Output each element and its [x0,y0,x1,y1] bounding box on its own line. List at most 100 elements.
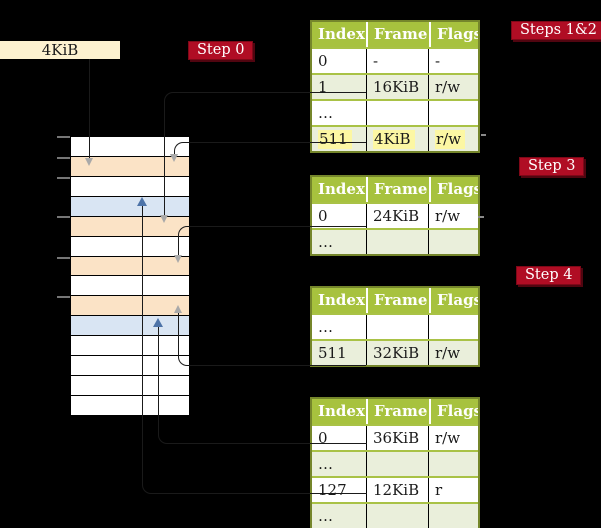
column-header: Frame [366,288,429,313]
table-row: … [312,450,478,476]
memory-tick [57,216,70,218]
table-row: … [312,313,478,339]
table-cell: r/w [428,204,478,228]
table-row: … [312,502,478,528]
table-cell [366,504,428,528]
table-cell: r/w [428,75,478,99]
root-pointer-label: 4KiB [41,41,79,59]
table-cell [428,230,478,254]
memory-frame [71,235,189,256]
memory-tick [57,257,70,259]
badge-step-0: Step 0 [188,41,254,60]
memory-frame [71,195,189,216]
table-cell: - [428,49,478,73]
highlighted-value: 4KiB [373,130,415,149]
highlighted-value: r/w [435,130,466,149]
table-cell: 36KiB [366,426,428,450]
root-pointer-box: 4KiB [0,41,120,59]
table-cell: 511 [318,344,347,362]
arrowhead-entry127-12kib [137,197,147,206]
table-cell: 0 [318,207,328,225]
table-cell [428,504,478,528]
table-cell: 0 [318,52,328,70]
table-cell [366,230,428,254]
arrowhead-entry511 [170,154,178,162]
memory-frame [71,375,189,395]
memory-frame [71,315,189,336]
column-header: Frame [366,177,429,202]
memory-frame [71,394,189,415]
badge-step-4: Step 4 [516,266,582,285]
table-cell: … [318,455,333,473]
memory-frame [71,255,189,276]
table-cell: … [318,507,333,525]
table-cell: … [318,318,333,336]
table-row: 511 4KiB r/w [312,125,478,151]
arrowhead-entry511-32kib [174,305,182,313]
table-cell: r/w [428,341,478,365]
row-marker-dash [481,134,486,136]
memory-frame [71,355,189,376]
column-header: Index [318,180,365,198]
memory-frame [71,175,189,196]
column-header: Flags [429,22,478,47]
memory-frame [71,215,189,236]
table-cell [428,101,478,125]
physical-memory-stack [70,136,190,416]
table-cell: - [366,49,428,73]
table-row: … [312,99,478,125]
badge-step-3: Step 3 [519,157,585,176]
column-header: Flags [429,177,478,202]
table-cell: 12KiB [366,478,428,502]
highlighted-value: 511 [318,130,352,149]
table-cell: 0 [318,429,328,447]
column-header: Flags [429,288,478,313]
arrowhead-rootbox [85,158,93,166]
table-cell: … [318,233,333,251]
table-cell [428,452,478,476]
badge-steps-1-2: Steps 1&2 [511,21,601,40]
memory-frame [71,275,189,296]
table-cell: 24KiB [366,204,428,228]
table-row: 0 -- [312,47,478,73]
memory-tick [57,157,70,159]
table-cell: 4KiB [366,127,428,151]
memory-frame [71,295,189,316]
table-cell: 511 [312,127,366,151]
table-cell [428,315,478,339]
column-header: Index [318,25,365,43]
memory-tick [57,296,70,298]
table-cell [366,315,428,339]
column-header: Frame [366,22,429,47]
memory-frame [71,335,189,356]
table-row: … [312,228,478,254]
table-cell [366,101,428,125]
arrowhead-entry0-36kib [153,318,163,327]
row-marker-dash [478,216,484,218]
memory-tick [57,136,70,138]
arrowhead-entry0-24kib [174,255,182,263]
column-header: Index [318,402,365,420]
table-cell: 32KiB [366,341,428,365]
memory-frame [71,155,189,176]
table-cell [366,452,428,476]
table-cell: … [318,104,333,122]
column-header: Index [318,291,365,309]
table-cell: 127 [318,481,347,499]
arrowhead-entry1 [160,215,168,223]
table-cell: r/w [428,127,478,151]
table-cell: 1 [318,78,328,96]
column-header: Frame [366,399,429,424]
memory-tick [57,177,70,179]
